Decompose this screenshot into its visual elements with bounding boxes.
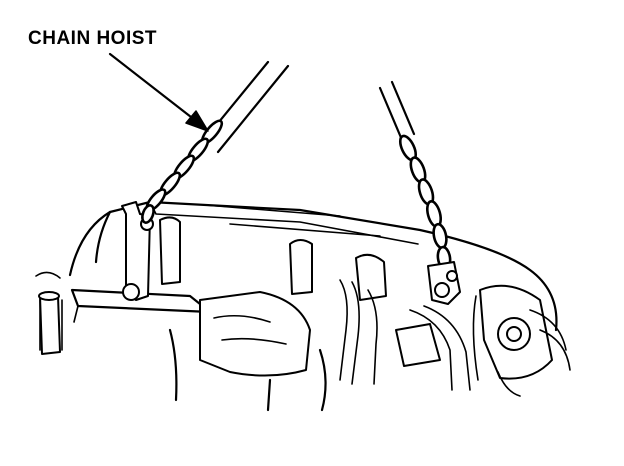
engine-block [168,291,327,412]
distributor [472,284,571,397]
right-chain [398,134,452,271]
arrow-icon [108,52,209,132]
right-chain-sleeve [378,80,416,142]
right-lifting-bracket [427,261,461,305]
left-lifting-bracket [121,201,154,301]
left-posts [35,271,63,355]
intake-components [159,216,471,391]
chain-hoist-label: CHAIN HOIST [28,28,157,49]
left-chain [141,119,224,224]
